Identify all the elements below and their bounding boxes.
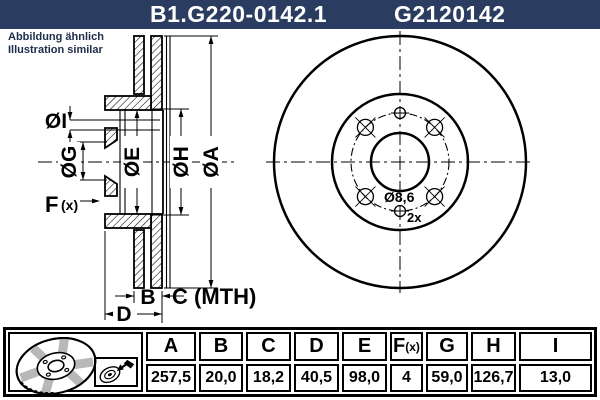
value-f: 4 <box>390 363 423 392</box>
header-a: A <box>146 332 196 361</box>
part-number: B1.G220-0142.1 <box>150 1 328 27</box>
mounting-position-icon <box>94 357 138 387</box>
label-d: D <box>116 303 131 326</box>
value-h: 126,7 <box>471 363 516 392</box>
front-view: Ø8,6 2x <box>266 31 534 293</box>
value-i: 13,0 <box>519 363 592 392</box>
column-f: F(x) 4 <box>390 332 423 392</box>
label-c-mth: C (MTH) <box>172 284 256 309</box>
brake-disc-photo <box>15 337 97 396</box>
note-line-de: Abbildung ähnlich <box>8 31 104 43</box>
header-b: B <box>199 332 243 361</box>
label-dia-a: ØA <box>200 146 223 178</box>
label-dia-g: ØG <box>58 146 81 179</box>
header-c: C <box>246 332 291 361</box>
label-dia-i: ØI <box>45 110 67 133</box>
reference-number: G2120142 <box>394 1 506 27</box>
column-h: H 126,7 <box>471 332 516 392</box>
value-d: 40,5 <box>294 363 339 392</box>
column-a: A 257,5 <box>146 332 196 392</box>
column-c: C 18,2 <box>246 332 291 392</box>
label-dia-h: ØH <box>170 146 193 178</box>
header-i: I <box>519 332 592 361</box>
label-dia-e: ØE <box>121 147 144 177</box>
value-c: 18,2 <box>246 363 291 392</box>
header-d: D <box>294 332 339 361</box>
value-e: 98,0 <box>342 363 387 392</box>
column-g: G 59,0 <box>426 332 468 392</box>
note-line-en: Illustration similar <box>8 44 103 56</box>
value-g: 59,0 <box>426 363 468 392</box>
disc-image-cell <box>8 332 143 396</box>
label-b: B <box>140 286 155 309</box>
label-hole-diameter: Ø8,6 <box>384 189 415 205</box>
column-i: I 13,0 <box>519 332 592 392</box>
bolt-holes <box>355 117 445 207</box>
center-bore-circle <box>369 131 431 193</box>
value-b: 20,0 <box>199 363 243 392</box>
title-bar: B1.G220-0142.1 G2120142 <box>0 0 600 29</box>
section-view: ØE ØH ØA ØG ØI F (x) B C (MTH) D <box>38 35 256 326</box>
column-d: D 40,5 <box>294 332 339 392</box>
header-f: F <box>393 334 406 357</box>
header-g: G <box>426 332 468 361</box>
label-f-sub: (x) <box>61 197 78 213</box>
column-b: B 20,0 <box>199 332 243 392</box>
header-f-sub: (x) <box>405 340 420 355</box>
outer-diameter-circle <box>272 34 528 290</box>
dimensions-table: A 257,5 B 20,0 C 18,2 D 40,5 E 98,0 F(x)… <box>3 327 597 397</box>
illustration-note: Abbildung ähnlich Illustration similar <box>8 31 104 57</box>
header-h: H <box>471 332 516 361</box>
value-a: 257,5 <box>146 363 196 392</box>
label-f: F <box>45 192 58 217</box>
column-e: E 98,0 <box>342 332 387 392</box>
label-hole-quantity: 2x <box>407 210 422 225</box>
header-e: E <box>342 332 387 361</box>
locating-holes <box>391 106 409 218</box>
hat-circle <box>330 92 470 232</box>
